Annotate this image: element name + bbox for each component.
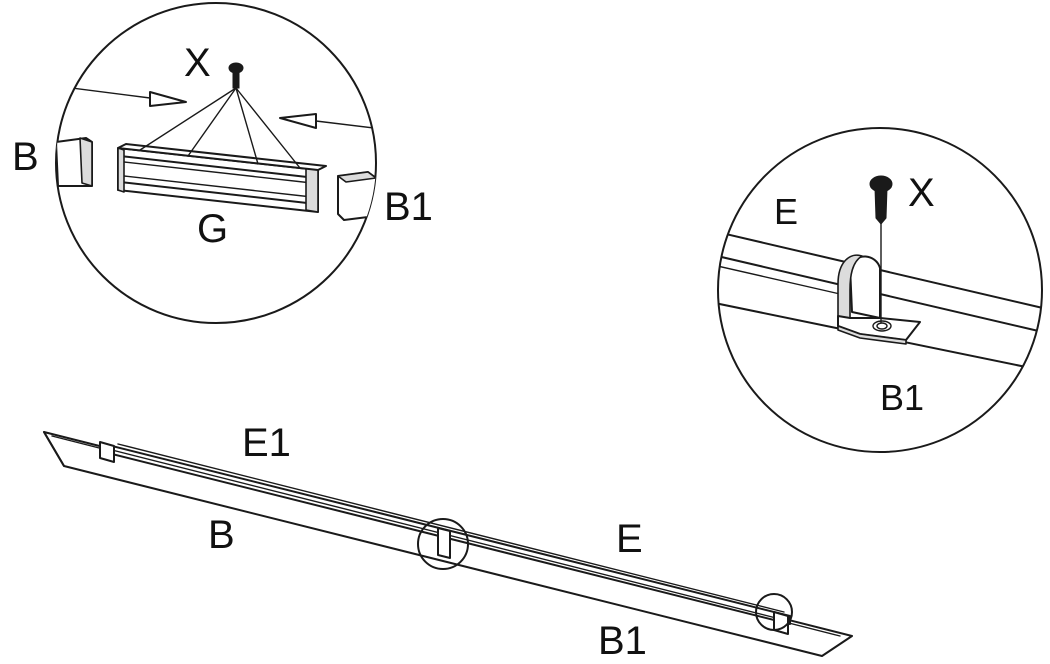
rail-g bbox=[117, 143, 327, 213]
guide-line-right bbox=[315, 120, 376, 131]
label-b1-detail: B1 bbox=[880, 377, 924, 418]
screw-x-right bbox=[869, 175, 893, 323]
arrow-right bbox=[279, 113, 317, 129]
callout-circle-middle bbox=[417, 518, 469, 570]
block-b1 bbox=[337, 171, 376, 221]
label-b-main: B bbox=[208, 513, 235, 557]
label-e-detail: E bbox=[774, 191, 798, 232]
label-b-outside: B bbox=[12, 135, 39, 179]
label-x-right: X bbox=[908, 171, 935, 215]
screw-x-left bbox=[139, 62, 301, 169]
label-b1-outside: B1 bbox=[384, 185, 433, 229]
joint-bracket bbox=[437, 527, 451, 559]
label-x-left: X bbox=[184, 41, 211, 85]
detail-circle-right: E X B1 bbox=[717, 127, 1043, 453]
label-g: G bbox=[197, 207, 228, 251]
arrow-left bbox=[149, 91, 187, 107]
label-e1: E1 bbox=[242, 421, 291, 465]
end-bracket-left bbox=[99, 441, 115, 463]
label-b1-main: B1 bbox=[598, 619, 647, 663]
panel-b1-inner-line bbox=[718, 261, 841, 295]
detail-circle-left: X G bbox=[55, 2, 377, 324]
l-bracket bbox=[837, 254, 921, 345]
callout-circle-right bbox=[755, 593, 793, 631]
label-e-main: E bbox=[616, 517, 643, 561]
end-bracket-right bbox=[773, 611, 789, 635]
block-b bbox=[56, 137, 93, 187]
main-assembly: E1 B E B1 bbox=[43, 421, 853, 663]
